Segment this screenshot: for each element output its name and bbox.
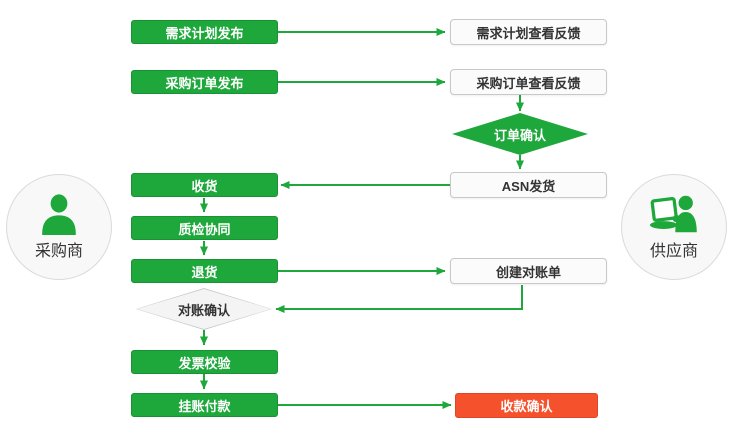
node-quality-collaboration: 质检协同 <box>131 216 278 240</box>
node-asn-shipping: ASN发货 <box>450 172 607 198</box>
supplier-label: 供应商 <box>649 243 698 260</box>
node-label: 对账确认 <box>177 302 230 318</box>
connector-statement-to-confirm <box>275 285 523 313</box>
node-label: 收货 <box>191 178 218 194</box>
node-label: 需求计划查看反馈 <box>476 25 581 41</box>
node-label: 订单确认 <box>493 127 546 143</box>
node-label: 需求计划发布 <box>165 25 244 41</box>
node-purchase-order-publish: 采购订单发布 <box>131 70 278 94</box>
buyer-label: 采购商 <box>34 243 83 260</box>
node-goods-receipt: 收货 <box>131 173 278 197</box>
person-icon <box>42 194 76 235</box>
buyer-actor: 采购商 <box>6 174 112 280</box>
node-label: 发票校验 <box>178 355 231 371</box>
node-label: ASN发货 <box>501 178 556 194</box>
node-label: 挂账付款 <box>178 398 231 414</box>
node-label: 质检协同 <box>178 221 231 237</box>
node-label: 退货 <box>191 264 218 280</box>
node-order-confirm: 订单确认 <box>452 113 588 155</box>
node-purchase-order-feedback: 采购订单查看反馈 <box>450 69 607 95</box>
node-label: 采购订单发布 <box>165 75 244 91</box>
node-create-statement: 创建对账单 <box>450 258 607 284</box>
node-goods-return: 退货 <box>131 259 278 283</box>
node-label: 创建对账单 <box>495 264 561 280</box>
node-statement-confirm: 对账确认 <box>136 288 272 330</box>
node-demand-plan-feedback: 需求计划查看反馈 <box>450 19 607 45</box>
node-invoice-verification: 发票校验 <box>131 350 278 374</box>
node-payment-receipt-confirm: 收款确认 <box>455 393 598 418</box>
person-laptop-icon <box>649 195 697 233</box>
node-booked-payment: 挂账付款 <box>131 393 278 417</box>
node-label: 收款确认 <box>500 399 553 414</box>
node-demand-plan-publish: 需求计划发布 <box>131 20 278 44</box>
supplier-actor: 供应商 <box>621 174 727 280</box>
node-label: 采购订单查看反馈 <box>476 75 581 91</box>
